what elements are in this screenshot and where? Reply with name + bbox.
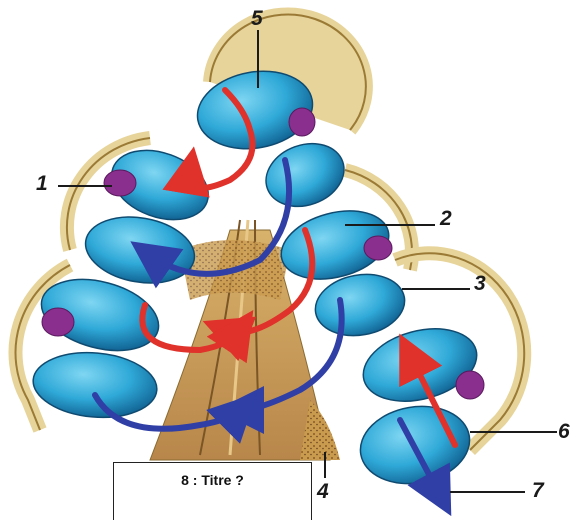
label-6: 6 xyxy=(558,420,570,444)
label-5: 5 xyxy=(251,7,263,31)
label-4: 4 xyxy=(317,480,329,504)
label-3: 3 xyxy=(474,272,486,296)
lamella-bottom-left xyxy=(30,348,159,423)
lamella-mid-left xyxy=(80,209,199,291)
title-box-text: 8 : Titre ? xyxy=(114,472,311,488)
label-7: 7 xyxy=(532,479,544,503)
label-2: 2 xyxy=(440,207,452,231)
label-1: 1 xyxy=(36,172,48,196)
title-answer-box[interactable]: 8 : Titre ? xyxy=(113,462,312,520)
